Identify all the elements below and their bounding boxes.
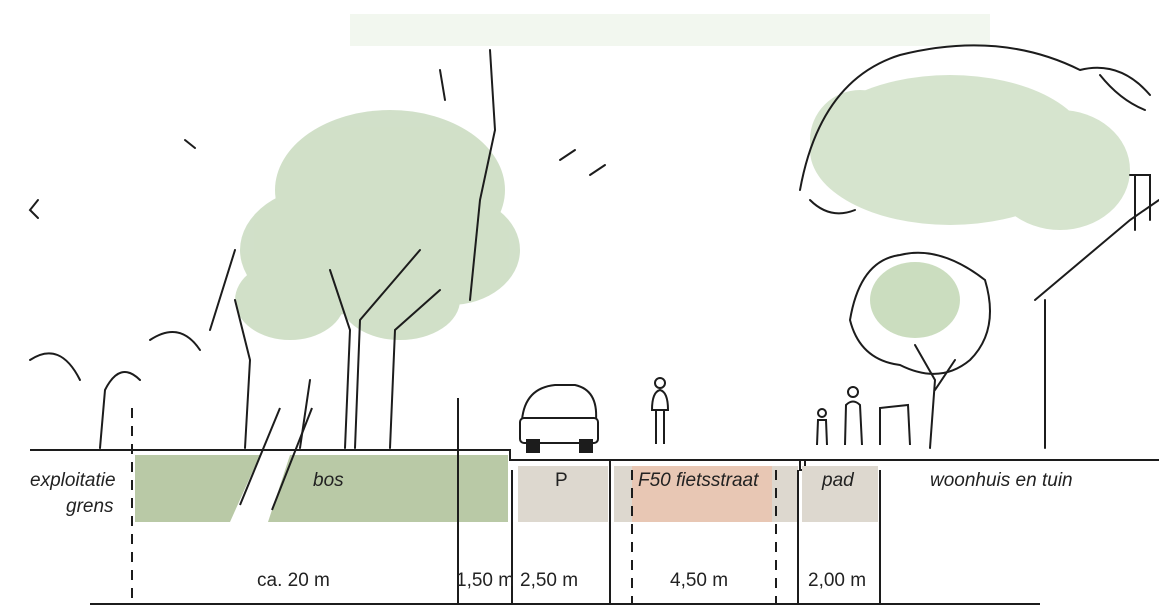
forest-canopy [235,110,520,340]
pedestrians-icon [816,386,863,446]
dimension-lines [90,398,1040,605]
exploitatie-label: exploitatie [30,470,116,491]
grens-label: grens [66,496,114,517]
fietsstraat-width-label: 4,50 m [670,570,729,591]
parking-label: P [555,470,568,491]
verge-width-label: 1,50 m [456,570,515,591]
break-line-2 [271,407,313,511]
woonhuis-label: woonhuis en tuin [930,470,1073,491]
right-tree-canopy [810,75,1130,230]
bos-width-label: ca. 20 m [257,570,330,591]
parking-zone [518,466,608,522]
pad-width-label: 2,00 m [808,570,867,591]
break-line-1 [239,407,281,506]
ground-line [30,449,1159,461]
parking-width-label: 2,50 m [520,570,579,591]
bos-zone-right [268,455,508,522]
tree-sketch-lines [28,44,1159,449]
cyclist-icon [650,377,670,444]
fietsstraat-label: F50 fietsstraat [638,470,759,491]
pad-zone [802,466,878,522]
background-band [350,14,990,46]
pad-label: pad [822,470,854,491]
bos-label: bos [313,470,344,491]
verge-zone-a [614,466,632,522]
fietsstraat-zone [632,466,772,522]
bos-zone-left [135,455,260,522]
garden-tree-canopy [870,262,960,338]
car-icon [519,384,599,453]
garden-wall [879,403,911,446]
